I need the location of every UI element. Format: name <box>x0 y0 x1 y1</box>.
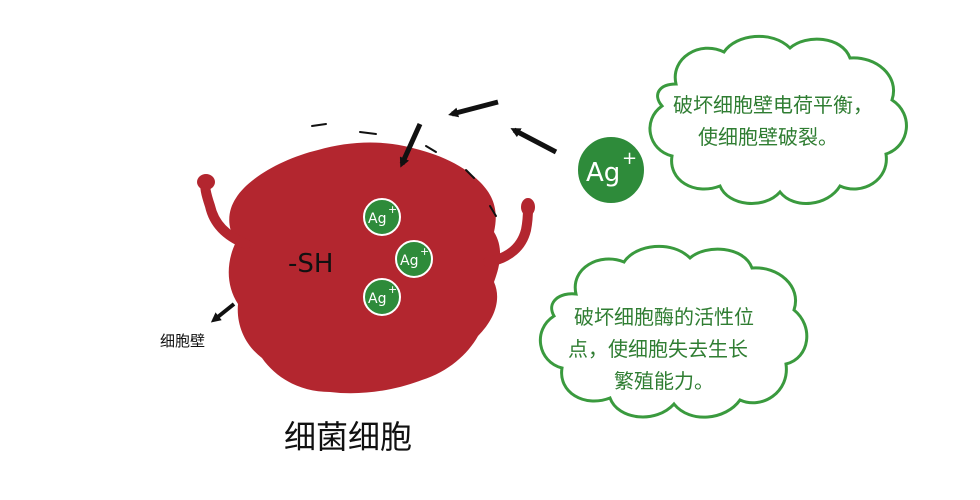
svg-text:Ag: Ag <box>586 158 620 188</box>
top-cloud-line-2: 使细胞壁破裂。 <box>698 125 838 149</box>
top-cloud <box>648 34 908 205</box>
sh-group-label: -SH <box>288 249 333 279</box>
inner-ion-2: Ag + <box>395 240 433 278</box>
svg-text:Ag: Ag <box>368 211 386 227</box>
bacterial-cell-label: 细菌细胞 <box>284 418 412 456</box>
svg-text:+: + <box>420 245 429 258</box>
inner-ion-1: Ag + <box>363 198 401 236</box>
svg-text:+: + <box>388 203 397 216</box>
bottom-cloud-line-3: 繁殖能力。 <box>614 369 714 393</box>
cell-wall-fragments <box>311 123 497 217</box>
silver-ion: Ag + <box>576 135 646 205</box>
svg-text:Ag: Ag <box>400 253 418 269</box>
bottom-cloud-line-2: 点，使细胞失去生长 <box>568 337 748 361</box>
right-flagellum-tip <box>521 198 535 216</box>
arrow-to-cell-1 <box>448 99 499 118</box>
bottom-cloud-line-1: 破坏细胞酶的活性位 <box>574 305 754 329</box>
cell-wall-label: 细胞壁 <box>160 332 205 350</box>
svg-text:+: + <box>388 283 397 296</box>
bacterial-cell <box>228 142 501 394</box>
wall-arrow <box>210 302 236 323</box>
arrow-to-cell-3 <box>399 122 423 168</box>
svg-text:Ag: Ag <box>368 291 386 307</box>
left-flagellum-tip <box>197 174 215 190</box>
inner-ion-3: Ag + <box>363 278 401 316</box>
top-cloud-line-1: 破坏细胞壁电荷平衡， <box>673 93 873 117</box>
svg-text:+: + <box>622 148 637 169</box>
bottom-cloud <box>538 244 809 419</box>
arrow-to-cell-2 <box>510 127 558 155</box>
